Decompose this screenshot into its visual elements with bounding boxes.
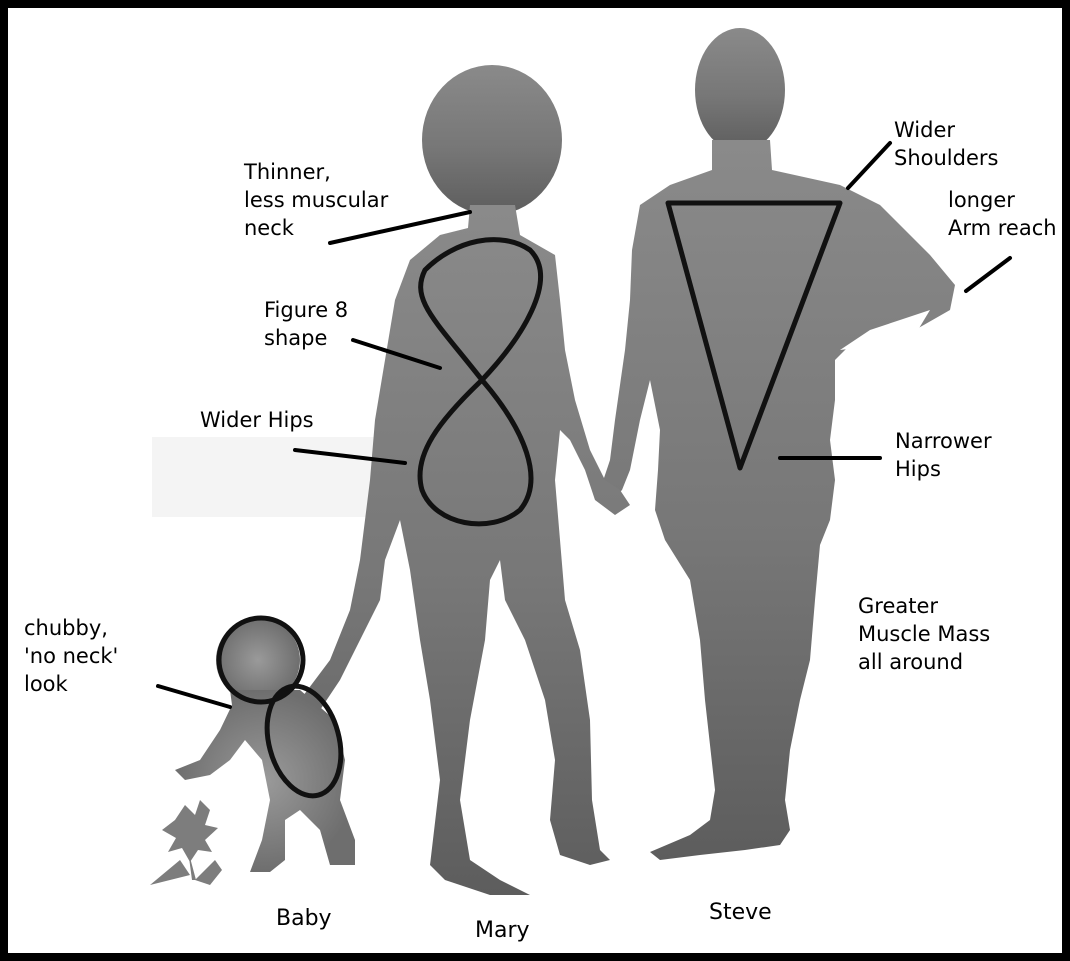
arm-reach-annotation: longer Arm reach — [948, 186, 1057, 242]
baby-name: Baby — [276, 905, 332, 933]
label-backdrop — [152, 437, 377, 517]
baby-annotation: chubby, 'no neck' look — [24, 614, 118, 698]
steve-name: Steve — [709, 899, 772, 927]
wider-hips-annotation: Wider Hips — [200, 406, 314, 434]
figure-8-annotation: Figure 8 shape — [264, 296, 348, 352]
muscle-mass-annotation: Greater Muscle Mass all around — [858, 592, 990, 676]
mary-name: Mary — [475, 917, 530, 945]
flower-icon — [150, 800, 222, 885]
neck-annotation: Thinner, less muscular neck — [244, 158, 388, 242]
narrow-hips-annotation: Narrower Hips — [895, 427, 992, 483]
shoulders-annotation: Wider Shoulders — [894, 116, 998, 172]
